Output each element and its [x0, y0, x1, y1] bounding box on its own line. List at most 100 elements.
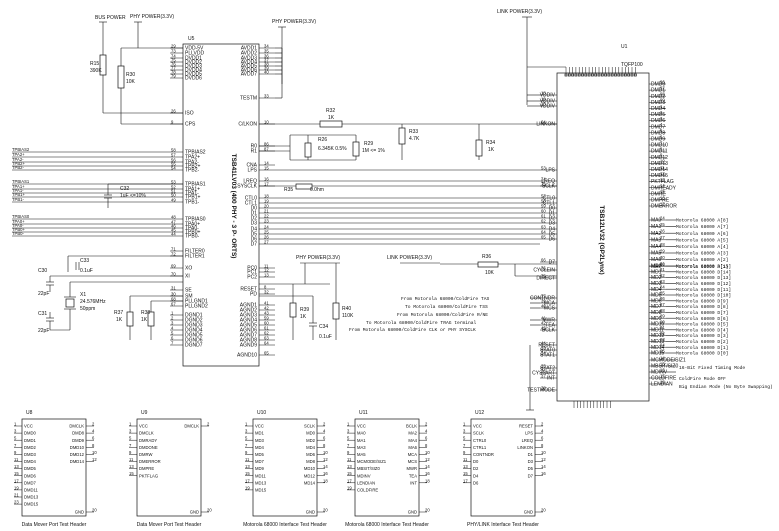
r38-val: 1K [141, 317, 148, 323]
tp-net-name: TPA2- [12, 157, 24, 162]
header-left-pin-name: MA1 [357, 438, 366, 443]
u5-right-pin-name: PC1 [247, 270, 257, 276]
u1-top-pad [597, 73, 601, 77]
header-right-pin-num: 18 [323, 478, 328, 483]
note-16bit: 16-Bit Fixed Timing Mode [679, 365, 745, 371]
x1-tol: 50ppm [80, 306, 95, 312]
header-right-pin-name: MCA [408, 452, 418, 457]
header-left-pin-name: VCC [473, 424, 482, 429]
u1-right-pin-name: MA1 [651, 224, 662, 230]
u1-right-pin-num: 95 [660, 348, 665, 353]
u1-right-pin-name: MD11 [651, 327, 664, 333]
u1-right-pin-name: DMD15 [651, 173, 668, 179]
u5-left-pin-name: CPS [185, 122, 196, 128]
header-left-pin-num: 17 [14, 478, 19, 483]
header-right-pin-name: GND [524, 510, 533, 515]
md-net-label: Motorola 68000 D[2] [676, 339, 728, 345]
u1-left-pin-name: D2 [549, 216, 556, 222]
u5-right-pin-num: 21 [264, 208, 269, 213]
u5-right-pin-name: D4 [251, 227, 258, 233]
header-right-pin-name: DMCLK [69, 424, 84, 429]
header-right-pin-num: 16 [323, 471, 328, 476]
u1-left-pins: VDDIV18VDDIV19VDDIV20LINKON64LPS53LREQ74… [527, 90, 557, 394]
u1-right-pin-name: DMD4 [651, 106, 665, 112]
u1-left-pin-name: STAT2 [540, 366, 555, 372]
header-left-pin-name: MD7 [255, 459, 265, 464]
u5-left-pin-num: 78 [171, 69, 176, 74]
u1-top-pad [610, 73, 614, 77]
u1-right-pin-name: DMRE [651, 191, 666, 197]
header-right-pin-num: 4 [323, 429, 326, 434]
u1-right-pin-name: MD1 [651, 269, 662, 275]
header-left-pin-num: 5 [347, 436, 350, 441]
u1-right-pin-num: 30 [660, 255, 665, 260]
u1-right-pin-name: MD0 [651, 264, 662, 270]
header-left-pin-name: MBSIT/SIZ0 [357, 466, 380, 471]
u5-right-pin-name: AGND3 [240, 313, 257, 319]
u5-right-pin-num: 10 [264, 119, 269, 124]
u1-right-pin-name: DMD9 [651, 137, 665, 143]
header-right-pin-num: 2 [425, 422, 428, 427]
header-right-pin-num: 10 [541, 450, 546, 455]
header-right-pin-num: 6 [92, 436, 95, 441]
header-right-pin-num: 6 [541, 436, 544, 441]
u5-right-pin-num: 86 [264, 141, 269, 146]
note-big-endian: Big Endian Mode (No Byte Swapping) [679, 384, 773, 390]
header-left-pin-num: 1 [347, 422, 350, 427]
header-left-pin-name: DMD13 [24, 495, 39, 500]
u5-right-pin-num: 13 [264, 272, 269, 277]
header-left-pin-num: 5 [463, 436, 466, 441]
u1-right-pin-num: 28 [660, 242, 665, 247]
u1-right-pin-name: COLDFIRE [651, 376, 677, 382]
u1-right-pin-num: 25 [660, 222, 665, 227]
header-right-pin-num: 4 [425, 429, 428, 434]
u5-left-pin-num: 31 [171, 285, 176, 290]
u5-left-pin-name: SM [185, 294, 193, 300]
u5-left-pin-num: 45 [171, 227, 176, 232]
u1-top-pad [571, 73, 574, 77]
header-right-pin-num: 16 [541, 471, 546, 476]
header-left-pin-num: 7 [463, 443, 466, 448]
u5-left-pin-name: DVDD1 [185, 56, 202, 62]
u1-left-pin-num: 38 [541, 385, 546, 390]
u5-left-pin-name: TPA2- [185, 160, 199, 166]
u1-left-pin-num: 42 [541, 320, 546, 325]
u5-left-pin-num: 2 [171, 315, 174, 320]
header-right-pin-name: RESET [519, 424, 533, 429]
header-right-pin-num: 10 [323, 450, 328, 455]
r30-val: 10K [126, 79, 136, 85]
u5-right-pin-num: 18 [264, 193, 269, 198]
u1-right-pin-name: MD13 [651, 339, 665, 345]
u5-left-pin-name: TPA1+ [185, 187, 200, 193]
u1-right-pin-name: DMD11 [651, 149, 668, 155]
u1-right-pin-name: DMD5 [651, 112, 665, 118]
u1-package: TQFP100 [621, 62, 643, 68]
u5-right-pin-name: SYSCLK [237, 184, 257, 190]
u5-left-pin-num: 47 [171, 219, 176, 224]
header-left-pin-name: MCMODE/SIZ1 [357, 459, 387, 464]
r34-ref: R34 [486, 140, 495, 146]
header-right-pin-name: LREQ [522, 438, 534, 443]
header-left-pin-num: 7 [14, 443, 17, 448]
header-left-pin-num: 13 [14, 464, 19, 469]
c33-val: 0.1uF [80, 268, 93, 274]
r39-ref: R39 [300, 307, 309, 313]
header-left-pin-num: 3 [463, 429, 466, 434]
tp-net-name: TPB0+ [12, 227, 25, 232]
ma-net-label: Motorola 68000 A[2] [676, 257, 728, 263]
u1-left-pin-name: CTL0 [543, 196, 555, 202]
u1-top-pad [591, 73, 594, 77]
header-right-pin-name: MCS [408, 459, 418, 464]
u1-right-pin-name: DMD13 [651, 161, 668, 167]
header-right-pin-name: MA6 [408, 445, 417, 450]
header-left-pin-num: 1 [129, 422, 132, 427]
tp-net-name: TPB0- [12, 231, 24, 236]
r37-ref: R37 [114, 310, 123, 316]
u1-top-pad [577, 73, 581, 77]
u5-left-pin-name: FILTER0 [185, 249, 205, 255]
header-left-pin-name: LENDIAN [357, 480, 375, 485]
u1-top-pad [594, 73, 598, 77]
r35-ref: R35 [284, 187, 293, 193]
